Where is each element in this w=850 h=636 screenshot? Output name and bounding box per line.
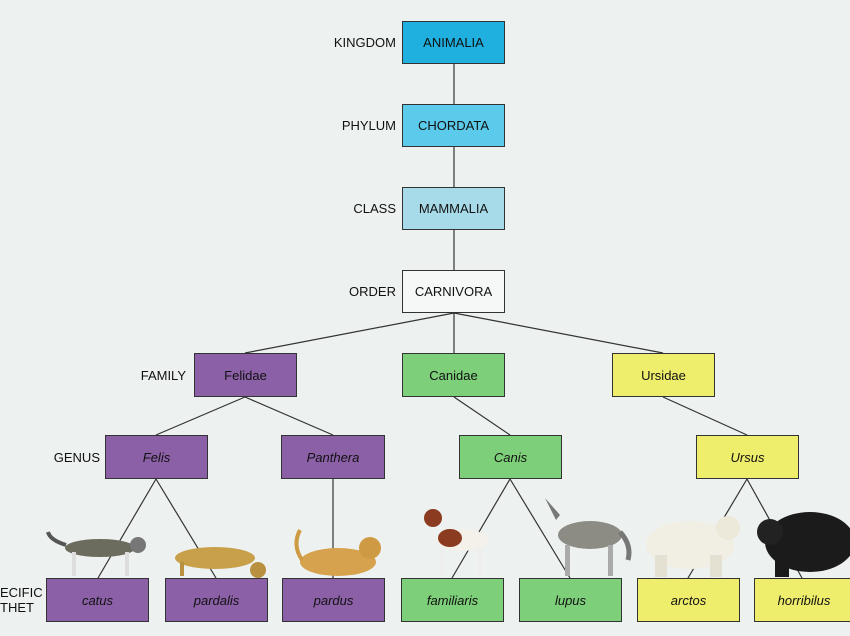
species-pardalis-box: pardalis xyxy=(165,578,268,622)
wolf-icon xyxy=(545,498,632,576)
species-catus-box: catus xyxy=(46,578,149,622)
ocelot-icon xyxy=(175,547,266,578)
family-felidae-box: Felidae xyxy=(194,353,297,397)
species-arctos-box: arctos xyxy=(637,578,740,622)
family-canidae-box: Canidae xyxy=(402,353,505,397)
species-pardus-box: pardus xyxy=(282,578,385,622)
grizzly-bear-icon xyxy=(757,512,850,577)
kingdom-box: ANIMALIA xyxy=(402,21,505,64)
rank-kingdom: KINGDOM xyxy=(333,35,396,50)
dog-icon xyxy=(424,509,488,576)
rank-order: ORDER xyxy=(349,284,396,299)
rank-specific-line1: ECIFIC xyxy=(0,585,43,600)
rank-class: CLASS xyxy=(353,201,396,216)
family-ursidae-box: Ursidae xyxy=(612,353,715,397)
genus-felis-box: Felis xyxy=(105,435,208,479)
class-box: MAMMALIA xyxy=(402,187,505,230)
phylum-box: CHORDATA xyxy=(402,104,505,147)
species-lupus-box: lupus xyxy=(519,578,622,622)
rank-genus: GENUS xyxy=(53,450,100,465)
genus-ursus-box: Ursus xyxy=(696,435,799,479)
genus-panthera-box: Panthera xyxy=(281,435,385,479)
rank-family: FAMILY xyxy=(140,368,186,383)
rank-phylum: PHYLUM xyxy=(341,118,396,133)
polar-bear-icon xyxy=(646,516,740,577)
genus-canis-box: Canis xyxy=(459,435,562,479)
species-familiaris-box: familiaris xyxy=(401,578,504,622)
order-box: CARNIVORA xyxy=(402,270,505,313)
rank-specific-line2: THET xyxy=(0,600,34,615)
species-horribilus-box: horribilus xyxy=(754,578,850,622)
leopard-icon xyxy=(294,529,381,576)
domestic-cat-icon xyxy=(46,531,146,576)
